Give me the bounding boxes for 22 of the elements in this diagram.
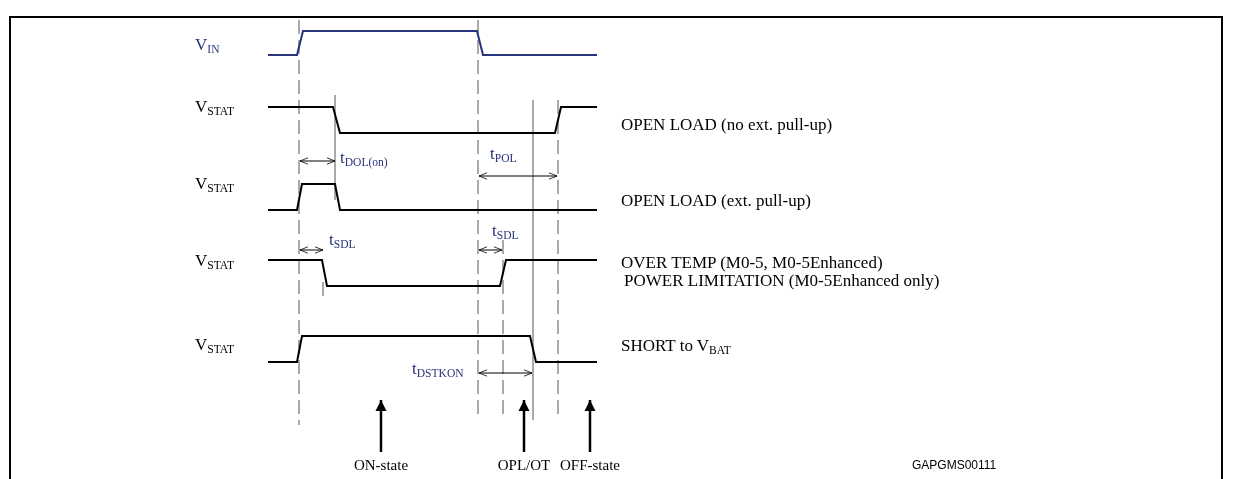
signal-name: V$_{STAT}$ xyxy=(195,98,234,118)
status-description: OPEN LOAD (no ext. pull-up) xyxy=(621,116,833,133)
signal-name: V$_{STAT}$ xyxy=(195,175,234,195)
signal-name: V$_{IN}$ xyxy=(195,36,220,56)
arrow xyxy=(518,400,530,452)
state-label: ON-state xyxy=(353,458,409,473)
signal-name: V$_{STAT}$ xyxy=(195,252,234,272)
timing-label: t$_{DOL(on)}$ xyxy=(340,149,388,169)
timing-label: t$_{DSTKON}$ xyxy=(412,360,464,380)
status-description: OPEN LOAD (ext. pull-up) xyxy=(621,192,811,209)
timing-label: t$_{POL}$ xyxy=(490,145,517,165)
arrow xyxy=(584,400,596,452)
signal-name: V$_{STAT}$ xyxy=(195,336,234,356)
figure-code: GAPGMS00111 xyxy=(912,459,997,471)
timing-label: t$_{SDL}$ xyxy=(492,222,519,242)
status-description: OVER TEMP (M0-5, M0-5Enhanced) xyxy=(621,254,883,271)
arrow xyxy=(375,400,387,452)
timing-label: t$_{SDL}$ xyxy=(329,231,356,251)
status-description: SHORT to V$_{BAT}$ xyxy=(621,337,731,357)
status-description: POWER LIMITATION (M0-5Enhanced only) xyxy=(624,272,940,289)
state-label: OPL/OT xyxy=(497,458,551,473)
state-label: OFF-state xyxy=(560,458,620,473)
